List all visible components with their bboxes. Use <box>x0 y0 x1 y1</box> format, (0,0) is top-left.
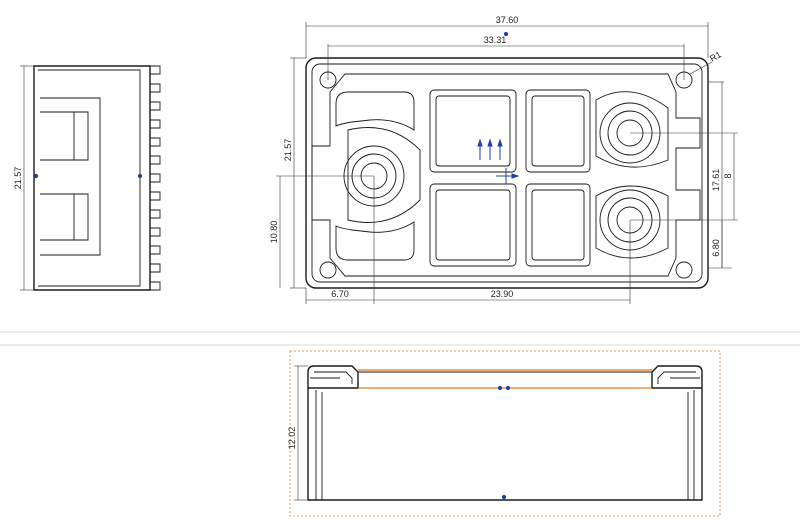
dim-width-holes: 33.31 <box>484 35 507 45</box>
pocket <box>525 183 591 267</box>
dim-offset-left: 6.70 <box>331 289 349 299</box>
corner-hole <box>675 261 693 279</box>
dim-height-overall: 21.57 <box>283 139 293 162</box>
marker-icon <box>137 173 143 179</box>
pocket <box>525 89 591 173</box>
corner-hole <box>319 261 337 279</box>
side-height-label: 21.57 <box>13 167 23 190</box>
section-view: 12.02 <box>287 350 721 517</box>
selection-frame <box>289 350 721 517</box>
marker-icon <box>497 385 511 500</box>
reference-arrows-icon <box>477 138 520 184</box>
pocket <box>429 183 517 267</box>
top-view: 37.60 33.31 R1 21.57 10.80 6.70 23.90 17… <box>269 15 738 304</box>
dim-gap-right: 8 <box>723 173 733 178</box>
dim-width-overall: 37.60 <box>496 15 519 25</box>
pocket <box>429 89 517 173</box>
marker-icon <box>503 31 509 37</box>
marker-icon <box>33 173 39 179</box>
dim-depth: 12.02 <box>287 427 297 450</box>
dim-height-left: 10.80 <box>269 221 279 244</box>
dim-span-bottom: 23.90 <box>491 289 514 299</box>
dim-spacing-right: 17.61 <box>711 169 721 192</box>
dim-radius: R1 <box>708 49 723 63</box>
dim-offset-bottom-right: 6.80 <box>711 239 721 257</box>
side-view: 21.57 <box>13 65 161 291</box>
